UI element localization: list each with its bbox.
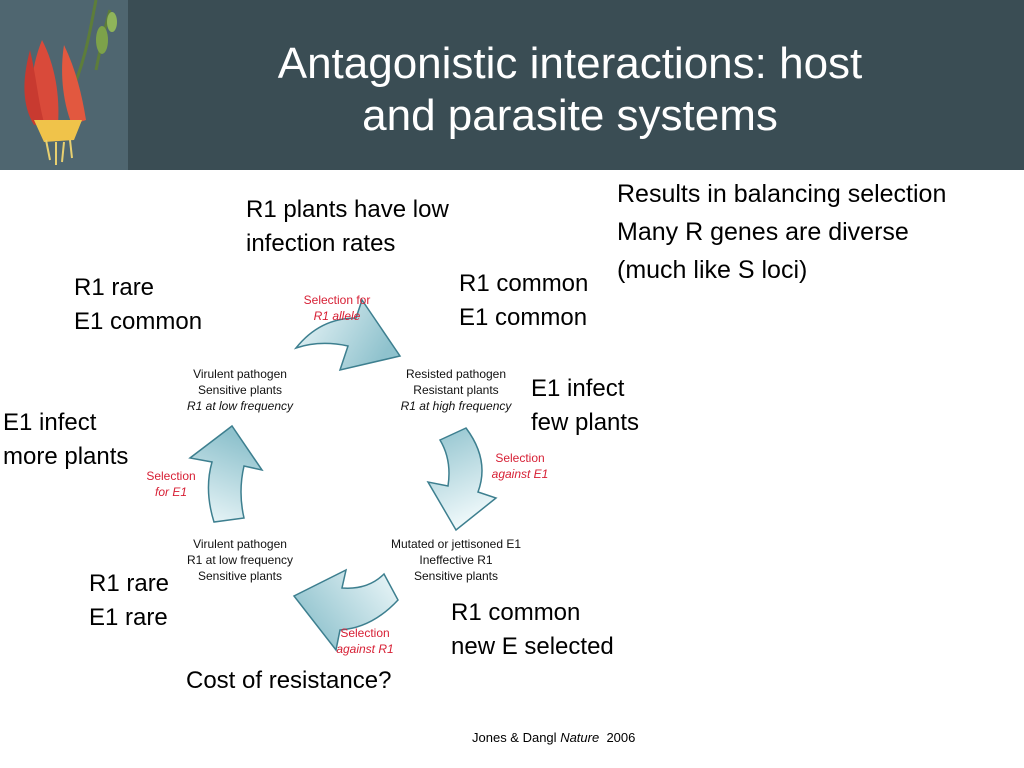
note-r1-rare-e1-rare: R1 rare E1 rare [89,570,170,631]
state-top-left: Virulent pathogen Sensitive plants R1 at… [186,367,294,413]
arrow-top [293,298,402,372]
state-bottom-left: Virulent pathogen R1 at low frequency Se… [186,537,294,583]
title-banner [0,0,1024,170]
selection-against-e1: Selection against E1 [491,451,549,481]
selection-against-r1: Selection against R1 [336,626,394,656]
note-r1-common-new-e: R1 common new E selected [451,599,614,660]
selection-for-r1: Selection for R1 allele [303,293,371,323]
arrow-right [426,427,498,532]
note-r1-rare-e1-common: R1 rare E1 common [74,274,203,335]
state-bottom-right: Mutated or jettisoned E1 Ineffective R1 … [390,537,522,583]
state-top-right: Resisted pathogen Resistant plants R1 at… [400,367,512,413]
note-balancing-selection: Results in balancing selection Many R ge… [617,180,947,284]
selection-for-e1: Selection for E1 [146,469,196,499]
note-low-infection: R1 plants have low infection rates [246,196,449,257]
arrow-left [188,424,264,523]
note-e1-infect-more: E1 infect more plants [3,409,129,470]
citation: Jones & Dangl Nature 2006 [472,730,636,745]
arrow-bottom [292,568,399,652]
columbine-flower-image [0,0,128,170]
note-e1-infect-few: E1 infect few plants [531,375,640,436]
title-line-2: and parasite systems [362,91,778,140]
slide-title: Antagonistic interactions: host and para… [140,38,1000,142]
note-cost-of-resistance: Cost of resistance? [186,667,392,694]
note-r1-common-e1-common: R1 common E1 common [459,270,589,331]
title-line-1: Antagonistic interactions: host [277,39,863,88]
